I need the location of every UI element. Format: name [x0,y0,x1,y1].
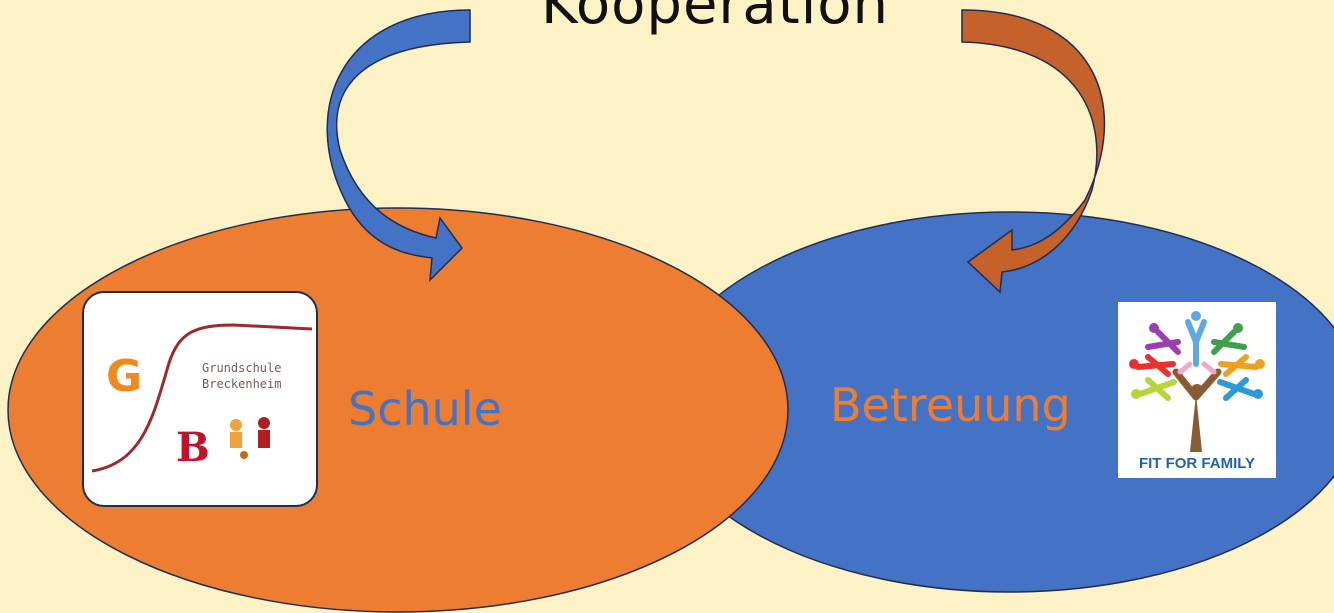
fit-for-family-logo-text: FIT FOR FAMILY [1138,455,1256,472]
school-logo-line2: Breckenheim [202,377,282,391]
svg-text:G: G [106,351,142,402]
left-curved-arrow [326,9,471,282]
school-logo-graphic: G B [91,323,313,473]
right-curved-arrow [961,9,1106,294]
fit-for-family-logo: FIT FOR FAMILY [1118,302,1276,478]
diagram-title: Kooperation [540,0,890,37]
grundschule-breckenheim-logo: G B Grundschule Breckenheim [82,291,318,507]
svg-text:B: B [176,424,210,471]
school-logo-line1: Grundschule [202,361,282,375]
tree-people-icon [1129,311,1265,452]
schule-label: Schule [348,382,502,436]
betreuung-label: Betreuung [830,378,1071,432]
